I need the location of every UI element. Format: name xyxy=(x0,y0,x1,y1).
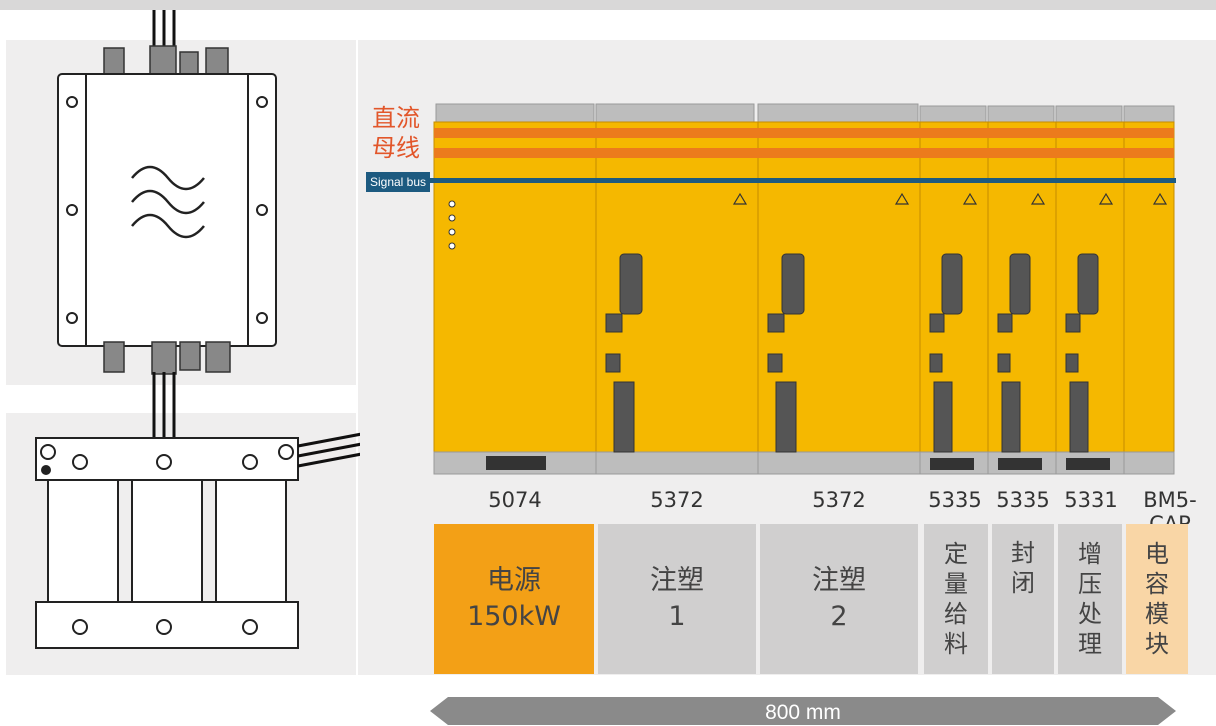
function-power-supply-line1: 电源 xyxy=(487,565,541,596)
dc-bus-label-line1: 直流 xyxy=(372,104,420,132)
function-injection-1: 注塑 1 xyxy=(598,524,756,674)
function-power-supply-line2: 150kW xyxy=(467,601,561,632)
function-dosing-char1: 定 xyxy=(944,540,968,568)
function-pressure-char2: 压 xyxy=(1078,570,1102,598)
transformer-icon xyxy=(35,437,299,649)
drive-modules xyxy=(430,103,1176,475)
function-closing: 封 闭 xyxy=(992,524,1054,674)
function-dosing-char3: 给 xyxy=(944,600,968,628)
signal-bus-label: Signal bus xyxy=(366,172,430,192)
module-code-5372-a: 5372 xyxy=(650,488,704,512)
dimension-arrow xyxy=(430,697,1176,725)
dimension-label: 800 mm xyxy=(765,701,841,724)
function-capacitor-module: 电 容 模 块 xyxy=(1126,524,1188,674)
warning-triangle-icon xyxy=(732,192,1168,205)
filter-wave-icon xyxy=(131,165,205,239)
function-injection-2: 注塑 2 xyxy=(760,524,918,674)
module-code-5074: 5074 xyxy=(488,488,542,512)
function-pressure-char4: 理 xyxy=(1078,630,1102,658)
function-dosing-char4: 料 xyxy=(944,630,968,658)
function-pressure-processing: 增 压 处 理 xyxy=(1058,524,1122,674)
function-power-supply: 电源 150kW xyxy=(434,524,594,674)
function-injection-1-line1: 注塑 xyxy=(650,565,704,596)
module-code-5372-b: 5372 xyxy=(812,488,866,512)
dc-bus-label-line2: 母线 xyxy=(372,134,420,162)
top-band xyxy=(0,0,1216,10)
module-code-5335-a: 5335 xyxy=(928,488,982,512)
function-capacitor-char2: 容 xyxy=(1145,570,1169,598)
function-pressure-char3: 处 xyxy=(1078,600,1102,628)
function-capacitor-char1: 电 xyxy=(1145,540,1169,568)
module-code-5331: 5331 xyxy=(1064,488,1118,512)
function-dosing-char2: 量 xyxy=(944,570,968,598)
function-dosing: 定 量 给 料 xyxy=(924,524,988,674)
function-closing-char2: 闭 xyxy=(1011,569,1035,597)
function-capacitor-char3: 模 xyxy=(1145,600,1169,628)
line-filter-drawing xyxy=(35,10,360,649)
module-code-5335-b: 5335 xyxy=(996,488,1050,512)
function-injection-2-line1: 注塑 xyxy=(812,565,866,596)
function-closing-char1: 封 xyxy=(1011,539,1035,567)
function-capacitor-char4: 块 xyxy=(1145,630,1169,658)
function-injection-2-line2: 2 xyxy=(830,601,848,632)
function-pressure-char1: 增 xyxy=(1078,540,1102,568)
function-injection-1-line2: 1 xyxy=(668,601,686,632)
